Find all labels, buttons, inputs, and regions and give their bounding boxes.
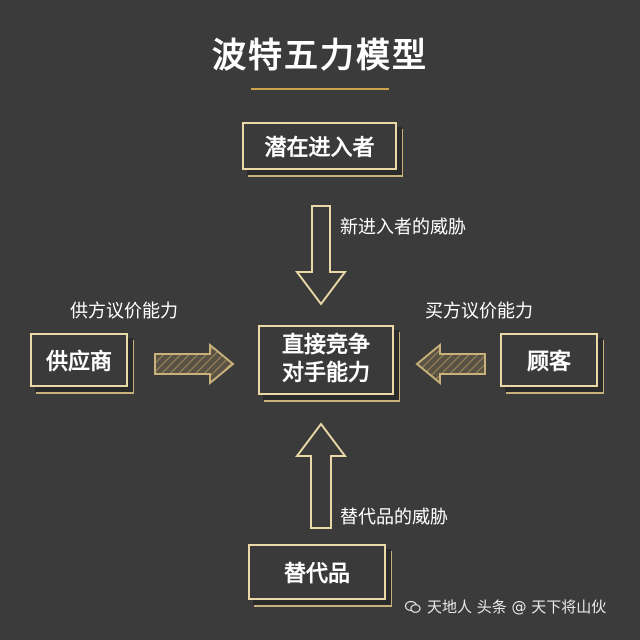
title-underline (251, 88, 389, 90)
node-suppliers: 供应商 (30, 333, 128, 387)
node-suppliers-label: 供应商 (45, 350, 112, 375)
node-direct-competitors: 直接竞争 对手能力 (258, 325, 394, 395)
diagram-title: 波特五力模型 (212, 36, 428, 76)
edge-label-buyer-power: 买方议价能力 (425, 301, 533, 322)
node-potential-entrants: 潜在进入者 (242, 122, 397, 170)
node-substitutes: 替代品 (248, 544, 386, 600)
watermark: 天地人 头条 @ 天下将山伙 (405, 596, 606, 617)
edge-label-supplier-power: 供方议价能力 (70, 301, 178, 322)
arrow-left-right (415, 342, 486, 386)
node-customers: 顾客 (500, 333, 598, 387)
node-direct-competitors-line2: 对手能力 (281, 361, 370, 386)
arrow-down-top (295, 205, 347, 306)
node-potential-entrants-label: 潜在进入者 (264, 136, 375, 161)
node-customers-label: 顾客 (526, 350, 571, 375)
arrow-right-left (154, 342, 235, 386)
node-substitutes-label: 替代品 (283, 562, 350, 587)
node-direct-competitors-line1: 直接竞争 (281, 333, 370, 358)
wechat-icon (405, 600, 421, 613)
watermark-text: 天地人 头条 @ 天下将山伙 (427, 598, 607, 616)
edge-label-new-entrants: 新进入者的威胁 (340, 217, 466, 238)
arrow-up-bottom (295, 422, 347, 529)
edge-label-substitutes: 替代品的威胁 (340, 507, 448, 528)
